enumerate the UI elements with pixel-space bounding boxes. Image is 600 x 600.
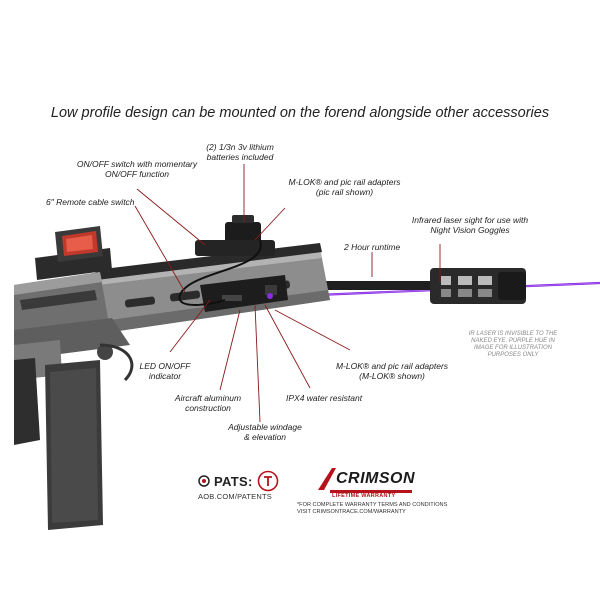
- ct-badge-icon: [257, 470, 278, 492]
- pats-title: PATS:: [214, 473, 253, 489]
- warranty-note-line1: *FOR COMPLETE WARRANTY TERMS AND CONDITI…: [297, 502, 448, 508]
- callout-mlok-top: M-LOK® and pic rail adapters (pic rail s…: [277, 177, 412, 197]
- callout-mlok-top-line2: (pic rail shown): [315, 187, 374, 197]
- leader-lines: [134, 164, 441, 423]
- callout-ipx4: IPX4 water resistant: [286, 393, 363, 403]
- callout-batteries-line1: (2) 1/3n 3v lithium: [206, 142, 274, 152]
- ir-disclaimer-line1: IR LASER IS INVISIBLE TO THE: [468, 331, 558, 337]
- patents-logo: PATS: AOB.COM/PATENTS: [198, 470, 298, 501]
- callout-mlok-bottom: M-LOK® and pic rail adapters (M-LOK® sho…: [327, 361, 457, 381]
- callout-mlok-bottom-line2: (M-LOK® shown): [359, 371, 425, 381]
- ir-disclaimer-line3: IMAGE FOR ILLUSTRATION: [474, 345, 552, 351]
- ir-disclaimer-line4: PURPOSES ONLY: [487, 352, 539, 358]
- callout-led-line1: LED ON/OFF: [139, 361, 191, 371]
- warranty-note: *FOR COMPLETE WARRANTY TERMS AND CONDITI…: [297, 502, 497, 516]
- barrel: [300, 281, 435, 290]
- callout-aluminum-line2: construction: [185, 403, 231, 413]
- callout-switch-line2: ON/OFF function: [104, 169, 170, 179]
- lower-receiver: [14, 318, 134, 530]
- crimson-slash-icon: [318, 468, 336, 490]
- callout-runtime: 2 Hour runtime: [344, 242, 401, 252]
- switch-housing: [195, 215, 275, 256]
- callout-infrared-line2: Night Vision Goggles: [430, 225, 510, 235]
- muzzle-brake: [430, 268, 526, 304]
- callout-mlok-bottom-line1: M-LOK® and pic rail adapters: [335, 361, 449, 371]
- remote-cable: [178, 239, 262, 306]
- headline: Low profile design can be mounted on the…: [50, 105, 550, 121]
- callout-switch: ON/OFF switch with momentary ON/OFF func…: [62, 159, 212, 179]
- ir-disclaimer: IR LASER IS INVISIBLE TO THE NAKED EYE. …: [453, 331, 573, 359]
- callout-led: LED ON/OFF indicator: [135, 361, 195, 381]
- callout-switch-line1: ON/OFF switch with momentary: [76, 159, 198, 169]
- callout-aluminum-line1: Aircraft aluminum: [174, 393, 242, 403]
- callout-windage: Adjustable windage & elevation: [220, 422, 310, 442]
- pats-url: AOB.COM/PATENTS: [198, 492, 272, 501]
- callout-infrared: Infrared laser sight for use with Night …: [400, 215, 540, 235]
- warranty-note-line2: VISIT CRIMSONTRACE.COM/WARRANTY: [297, 509, 406, 515]
- callout-batteries-line2: batteries included: [206, 152, 274, 162]
- lifetime-warranty: LIFETIME WARRANTY: [332, 493, 396, 499]
- callout-aluminum: Aircraft aluminum construction: [168, 393, 248, 413]
- laser-module: [200, 275, 288, 312]
- red-dot-sight: [35, 226, 112, 280]
- callout-windage-line1: Adjustable windage: [228, 422, 302, 432]
- brand-name: CRIMSON: [336, 470, 416, 487]
- callout-windage-line2: & elevation: [243, 432, 287, 442]
- crimson-logo: CRIMSON LIFETIME WARRANTY: [318, 468, 418, 499]
- callout-led-line2: indicator: [148, 371, 182, 381]
- callout-remote: 6" Remote cable switch: [46, 197, 135, 207]
- callout-batteries: (2) 1/3n 3v lithium batteries included: [185, 142, 295, 162]
- ir-disclaimer-line2: NAKED EYE. PURPLE HUE IN: [471, 338, 555, 344]
- target-icon: [198, 475, 210, 487]
- callout-infrared-line1: Infrared laser sight for use with: [411, 215, 529, 225]
- callout-mlok-top-line1: M-LOK® and pic rail adapters: [288, 177, 401, 187]
